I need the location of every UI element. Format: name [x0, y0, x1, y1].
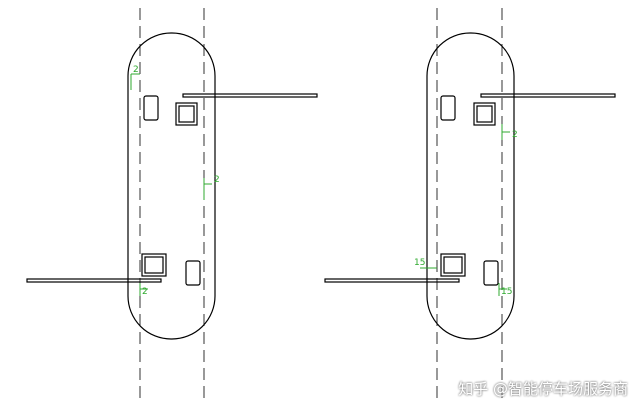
left-dimensions — [130, 73, 212, 296]
barrier-unit-right-bottom — [440, 253, 466, 277]
dim-label-right-bottom-left: 15 — [414, 258, 425, 268]
dim-label-right-bottom-right: 15 — [501, 287, 512, 297]
booth-right-top — [440, 95, 456, 121]
left-diagram — [26, 8, 318, 402]
dim-label-left-middle: 2 — [214, 175, 220, 185]
right-dimensions — [420, 124, 510, 296]
barrier-arm-left-top — [182, 93, 318, 98]
booth-left-bottom — [185, 260, 201, 286]
lane-island-right — [426, 32, 515, 340]
watermark: 知乎 @智能停车场服务商 — [458, 380, 628, 398]
dim-label-right-top: 2 — [512, 130, 518, 140]
barrier-unit-right-top — [473, 102, 496, 126]
barrier-unit-left-top — [175, 102, 198, 126]
barrier-arm-right-top — [480, 93, 616, 98]
barrier-unit-left-bottom — [141, 253, 167, 277]
lane-island-left — [127, 32, 216, 340]
right-diagram — [324, 8, 616, 402]
booth-right-bottom — [483, 260, 499, 286]
barrier-arm-right-bottom — [324, 278, 460, 283]
barrier-arm-left-bottom — [26, 278, 162, 283]
booth-left-top — [143, 95, 159, 121]
dim-label-left-top: 2 — [133, 65, 139, 75]
dim-label-left-bottom: 2 — [142, 287, 148, 297]
